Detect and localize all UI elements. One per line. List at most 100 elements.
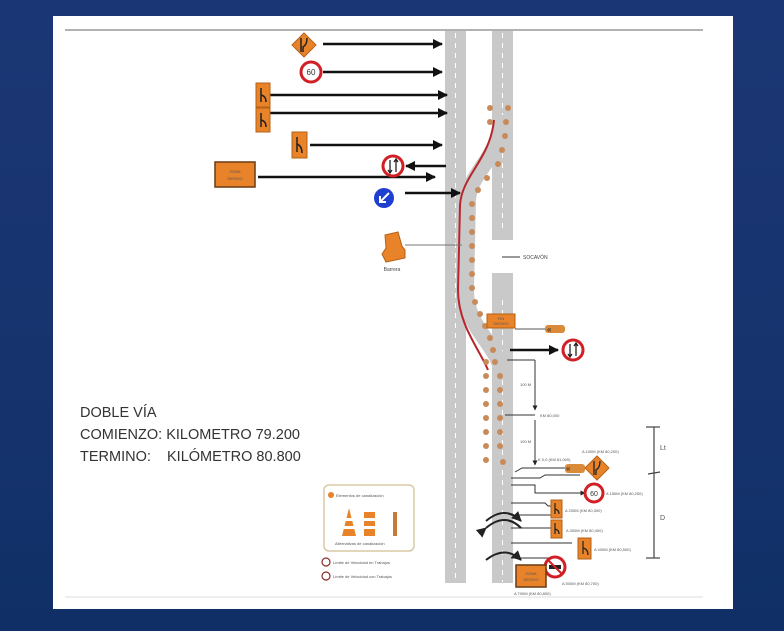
speed-limit-60-sign[interactable]: 60 (299, 60, 323, 84)
cone-dot (484, 175, 490, 181)
svg-text:DESVIO: DESVIO (493, 321, 508, 326)
cone-dot (469, 201, 475, 207)
speed-value-right: 60 (590, 491, 598, 498)
lane-shift-sign-right-2[interactable] (550, 519, 563, 539)
zona-desvio-sign-bottom[interactable]: ZONA DESVIO (515, 564, 547, 588)
project-info: DOBLE VÍA COMIENZO: KILOMETRO 79.200 TER… (80, 402, 301, 468)
sign-distance-label: A 200M (KM 80,300) (565, 508, 602, 513)
cone-dot (500, 459, 506, 465)
legend-item-1: Límite de Velocidad en Trabajos (333, 560, 390, 565)
fin-desvio-sign[interactable]: FIN DESVIO (486, 313, 516, 329)
cone-dot (483, 387, 489, 393)
cone-dot (469, 215, 475, 221)
lane-shift-sign-right-1[interactable] (550, 499, 563, 519)
cone-dot (483, 457, 489, 463)
cone-dot (469, 257, 475, 263)
start-km: COMIENZO: KILOMETRO 79.200 (80, 427, 300, 443)
cone-dot (503, 119, 509, 125)
road-type: DOBLE VÍA (80, 405, 157, 421)
lane-shift-sign-1[interactable] (255, 82, 271, 108)
end-flashing-arrow-device: « (514, 464, 585, 473)
two-way-traffic-sign[interactable] (381, 154, 405, 178)
distance-label-1: 100 M (520, 382, 531, 387)
cone-dot (469, 229, 475, 235)
sign-distance-label: A 300M (KM 80,400) (566, 528, 603, 533)
distance-label-2: 100 M (520, 439, 531, 444)
km-label-1: KM 80,000 (540, 413, 560, 418)
left-carriageway (445, 31, 466, 583)
cone-dot (497, 401, 503, 407)
end-km: TERMINO: KILÓMETRO 80.800 (80, 449, 301, 465)
two-way-traffic-sign-right[interactable] (561, 338, 585, 362)
svg-text:«: « (566, 464, 571, 473)
cone-dot (497, 373, 503, 379)
cone-dot (497, 387, 503, 393)
no-overtaking-sign[interactable] (543, 555, 567, 579)
cone-dot (502, 133, 508, 139)
cone-dot (490, 347, 496, 353)
svg-text:FIN: FIN (498, 316, 505, 321)
sign-distance-label: A 100M (KM 80,200) (582, 449, 619, 454)
speed-value: 60 (307, 68, 316, 77)
left-sign-arrows (258, 39, 461, 198)
legend-subtitle: Alternativas de canalización (335, 541, 385, 546)
cone-dot (472, 299, 478, 305)
km-label-2: K 0,0 (KM 81,000) (538, 457, 571, 462)
legend-box: Elementos de canalización Alternativas d… (321, 484, 415, 581)
sign-distance-label: A 150M (KM 80,250) (606, 491, 643, 496)
keep-left-blue-sign[interactable] (374, 188, 394, 208)
cone-dot (483, 401, 489, 407)
cone-dot (469, 285, 475, 291)
lane-shift-sign-right-3[interactable] (577, 537, 592, 560)
svg-text:DESVIO: DESVIO (227, 176, 242, 181)
cone-dot (487, 119, 493, 125)
cone-dot (497, 429, 503, 435)
lane-shift-sign-3[interactable] (291, 131, 308, 159)
zona-desvio-sign[interactable]: ZONA DESVIO (214, 161, 256, 188)
cone-dot (495, 161, 501, 167)
svg-text:«: « (547, 325, 552, 334)
cone-dot (487, 105, 493, 111)
cone-dot (469, 243, 475, 249)
legend-item-2: Límite de Velocidad con Trabajos (333, 574, 392, 579)
speed-limit-60-sign-right[interactable]: 60 (511, 482, 605, 504)
cone-dot (497, 443, 503, 449)
merge-diamond-sign[interactable] (291, 32, 317, 58)
cone-dot (469, 271, 475, 277)
cone-dot (492, 359, 498, 365)
sign-distance-label: A 700M (KM 80,800) (514, 591, 551, 596)
cone-dot (497, 415, 503, 421)
lt-label: Lt (660, 445, 666, 452)
svg-text:DESVIO: DESVIO (523, 577, 538, 582)
barrier-label: Barrera (384, 267, 401, 273)
cone-dot (487, 335, 493, 341)
cone-dot (483, 415, 489, 421)
lt-d-dimension (646, 426, 661, 559)
cone-dot (477, 311, 483, 317)
cone-dot (505, 105, 511, 111)
cone-dot (475, 187, 481, 193)
cone-dot (483, 429, 489, 435)
barrier-icon: Barrera (381, 231, 462, 273)
channelizing-cones (469, 105, 511, 465)
svg-text:ZONA: ZONA (525, 571, 536, 576)
sign-connectors (511, 474, 580, 561)
socavon-marker: SOCAVÓN (502, 254, 548, 261)
cone-dot (499, 147, 505, 153)
lane-shift-sign-2[interactable] (255, 107, 271, 133)
u-turn-arrows (475, 511, 522, 561)
cone-dot (483, 359, 489, 365)
svg-text:ZONA: ZONA (229, 169, 240, 174)
cone-dot (483, 443, 489, 449)
right-carriageway (492, 31, 513, 583)
socavon-label: SOCAVÓN (523, 254, 548, 261)
merge-diamond-sign-right[interactable] (584, 455, 610, 481)
d-label: D (660, 515, 665, 522)
cone-dot (483, 373, 489, 379)
detour-red-line (456, 119, 495, 371)
flashing-arrow-device: « (515, 325, 565, 334)
sign-distance-label: A 500M (KM 80,700) (562, 581, 599, 586)
legend-title: Elementos de canalización (336, 493, 384, 498)
sign-distance-label: A 400M (KM 80,500) (594, 547, 631, 552)
